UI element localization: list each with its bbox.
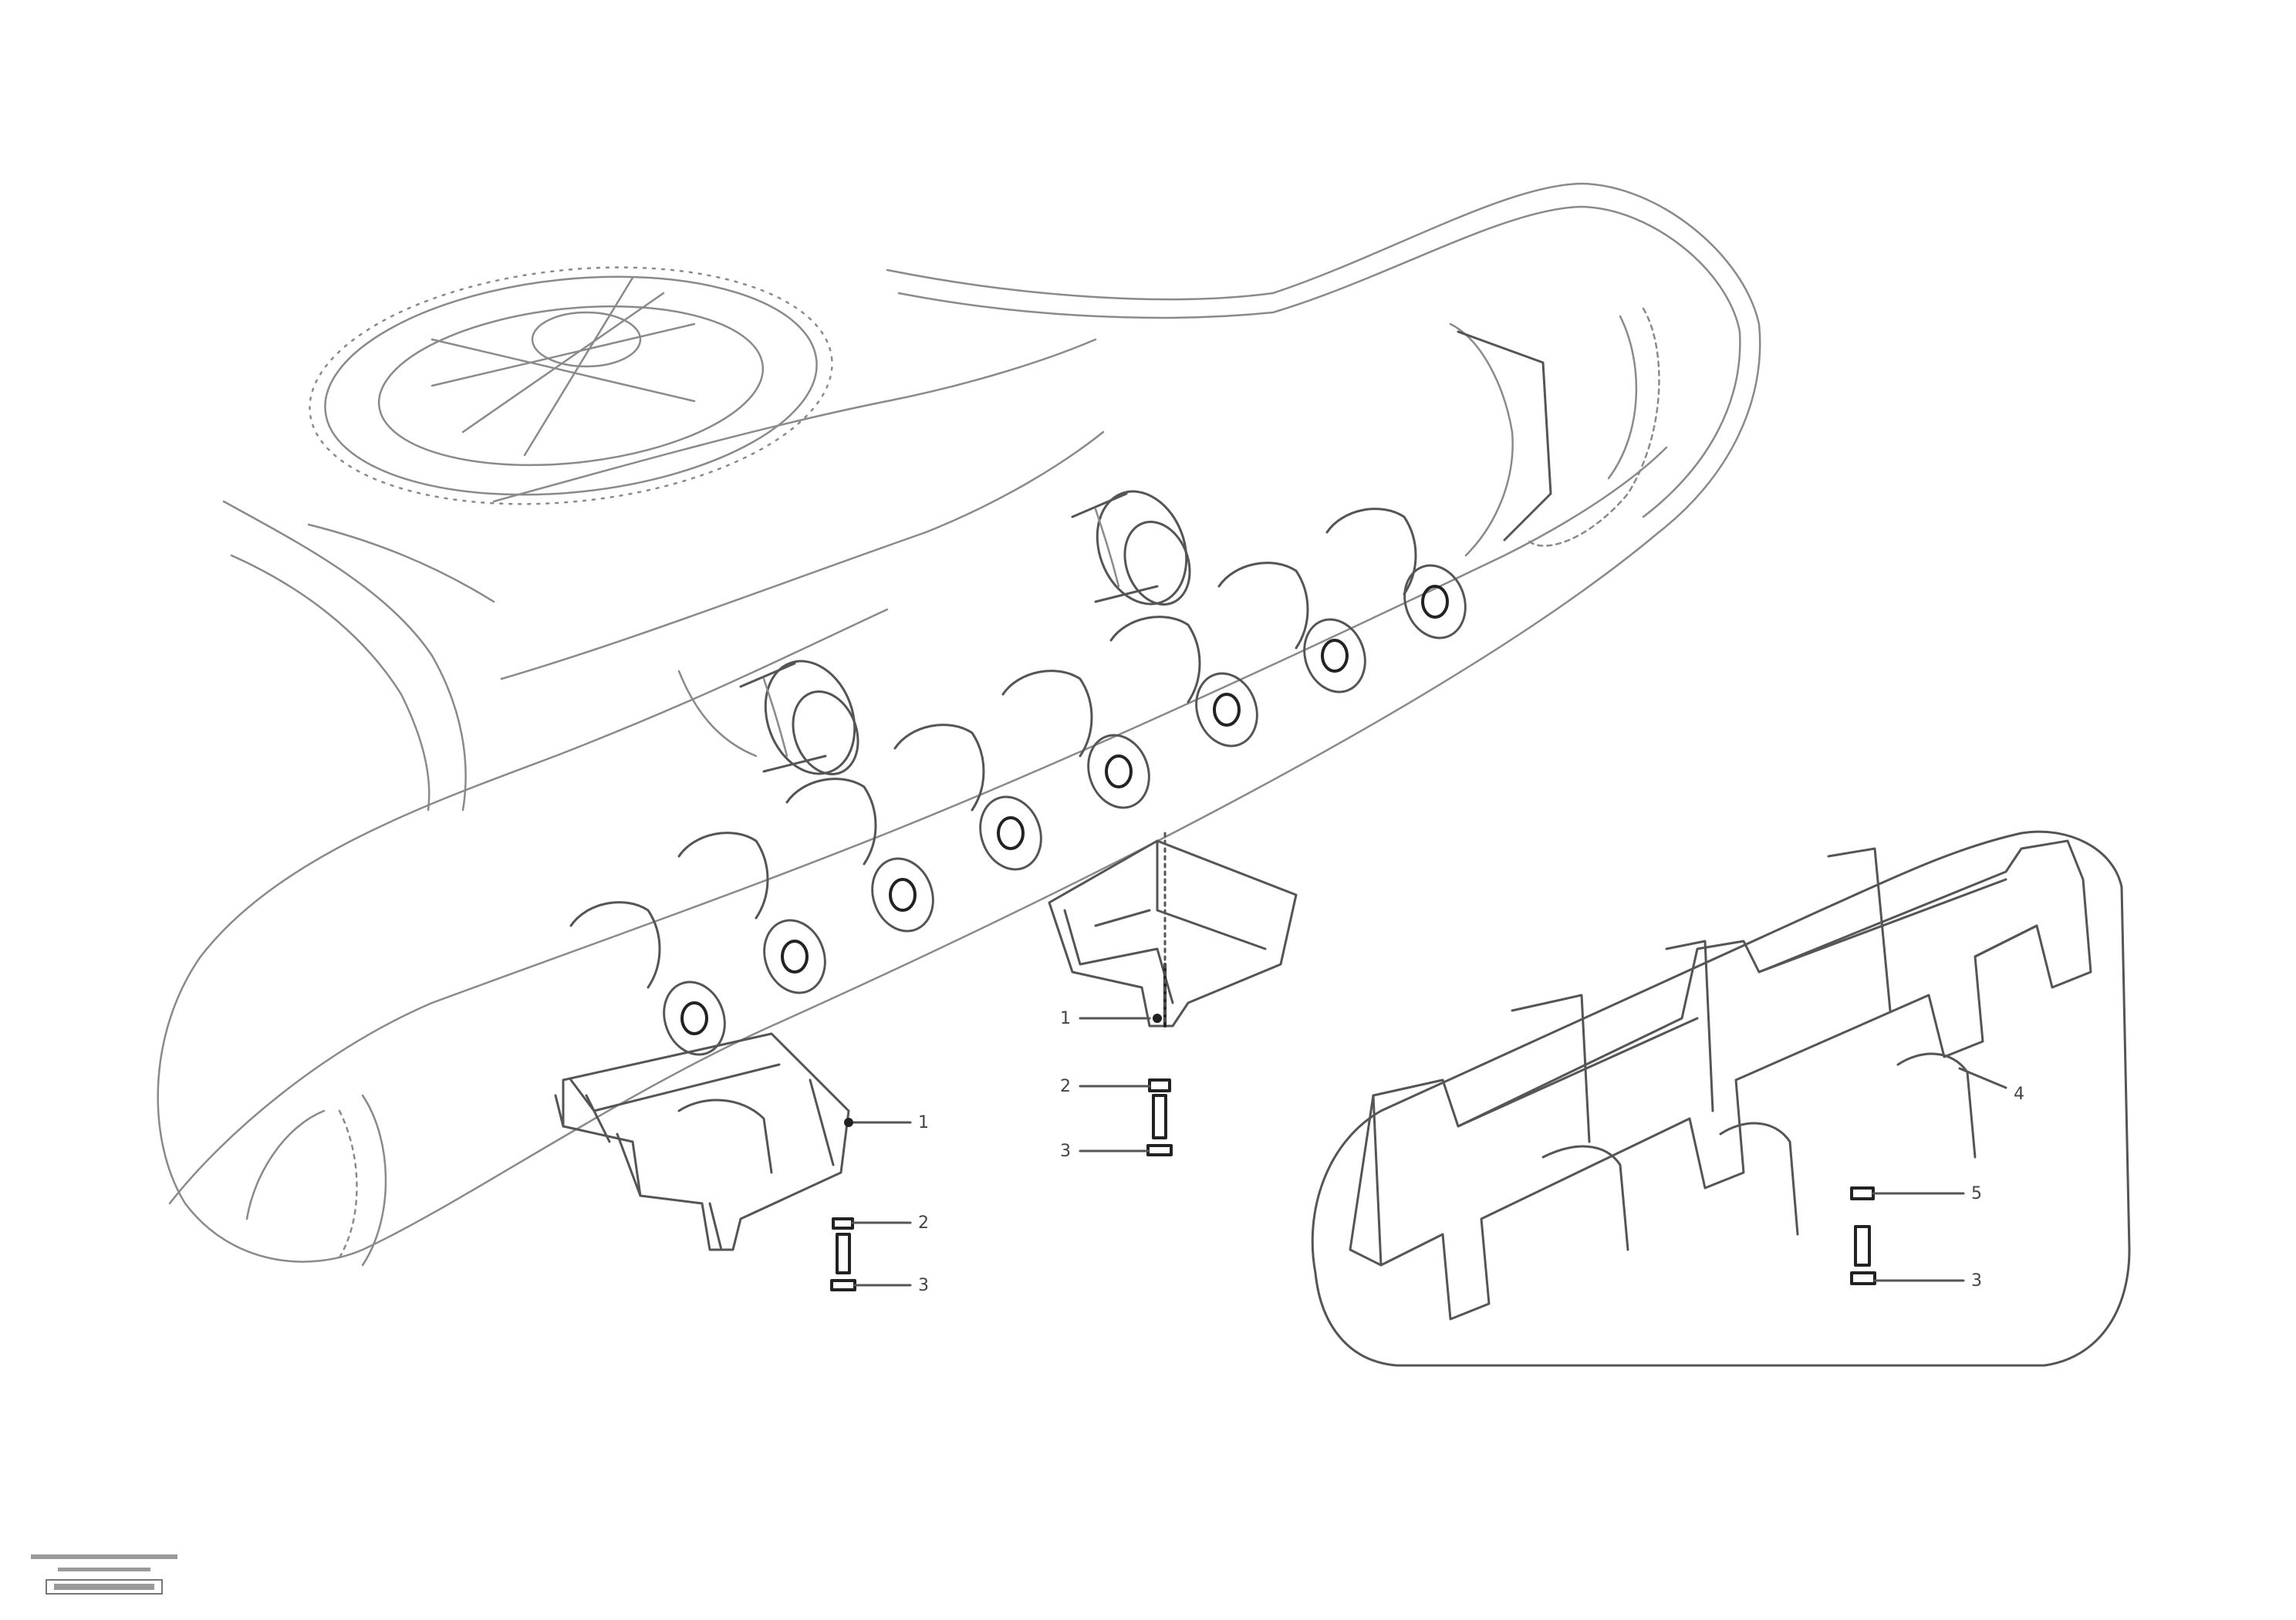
drive-sprocket (1457, 307, 1660, 547)
track-rollers (569, 508, 1467, 1056)
track-roller (677, 832, 826, 994)
slewing-ring (309, 266, 833, 505)
track-roller (1001, 670, 1150, 809)
track-roller (1325, 508, 1467, 640)
callout-number: 3 (1971, 1271, 1982, 1291)
callout-number: 4 (2014, 1085, 2024, 1104)
track-roller (1109, 616, 1258, 748)
callout-number: 1 (918, 1113, 929, 1132)
track-guard-bar (1349, 839, 2092, 1321)
carrier-roller-upper (1071, 490, 1191, 606)
callout-number: 5 (1971, 1184, 1982, 1203)
callout-labels: 1 2 3 1 2 3 4 5 3 (918, 1009, 2024, 1295)
callout-number: 3 (1060, 1142, 1071, 1161)
fastener-group-left (830, 1118, 912, 1291)
callout-number: 1 (1060, 1009, 1071, 1028)
track-roller (1217, 562, 1366, 694)
front-idler (338, 1094, 387, 1267)
track-roller (893, 724, 1042, 871)
callout-number: 2 (1060, 1077, 1071, 1096)
carrier-roller-lower (739, 660, 859, 775)
inset-panel (1311, 830, 2131, 1367)
drawing-reference-block (31, 1554, 177, 1595)
track-frame-outline (157, 182, 1761, 1263)
track-roller (785, 778, 934, 933)
fastener-group-inset (1850, 1067, 2007, 1285)
track-roller (569, 901, 726, 1056)
fastener-group-center (1079, 832, 1173, 1156)
rock-guard-lower (554, 1032, 850, 1251)
callout-number: 2 (918, 1213, 929, 1233)
rock-guard-center (1048, 839, 1298, 1028)
callout-number: 3 (918, 1276, 929, 1295)
